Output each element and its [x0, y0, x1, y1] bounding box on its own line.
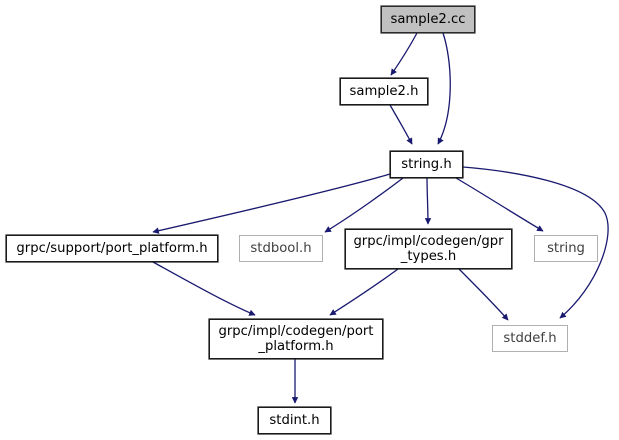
graph-edge-string_h-to-support_port [152, 173, 391, 234]
graph-node-string_sys[interactable]: string [534, 235, 598, 262]
graph-node-stdint_h[interactable]: stdint.h [258, 407, 331, 434]
graph-edge-support_port-to-codegen_port [152, 261, 256, 316]
graph-edge-sample2_h-to-string_h [389, 104, 413, 145]
graph-edge-string_h-to-string_sys [455, 177, 544, 232]
graph-node-sample2_h[interactable]: sample2.h [340, 78, 428, 105]
graph-edge-string_h-to-gpr_types_h [424, 177, 432, 225]
graph-node-stddef_h[interactable]: stddef.h [492, 325, 568, 352]
graph-edge-sample2_cc-to-sample2_h [390, 32, 418, 76]
graph-edge-sample2_cc-to-string_h [437, 32, 451, 145]
graph-edge-gpr_types_h-to-codegen_port [329, 268, 399, 316]
graph-edge-gpr_types_h-to-stddef_h [458, 268, 509, 321]
graph-node-support_port[interactable]: grpc/support/port_platform.h [6, 235, 218, 262]
graph-node-codegen_port[interactable]: grpc/impl/codegen/port _platform.h [209, 319, 383, 359]
graph-node-string_h[interactable]: string.h [390, 151, 463, 178]
graph-edge-string_h-to-stdbool_h [324, 177, 404, 233]
graph-node-sample2_cc[interactable]: sample2.cc [381, 6, 475, 33]
graph-node-stdbool_h[interactable]: stdbool.h [239, 235, 323, 262]
graph-node-gpr_types_h[interactable]: grpc/impl/codegen/gpr _types.h [345, 229, 512, 269]
